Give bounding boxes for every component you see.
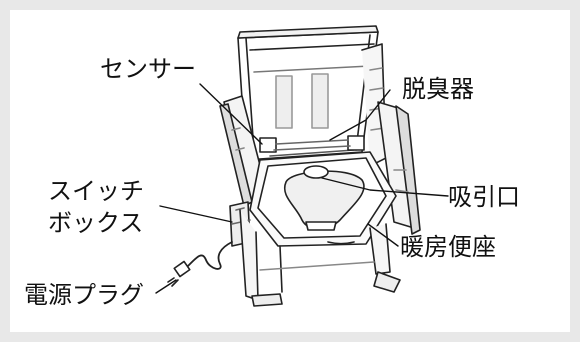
portable-toilet-chair-illustration bbox=[155, 25, 449, 307]
rear-frame bbox=[361, 43, 387, 167]
leader-switch-box bbox=[159, 205, 233, 223]
diagram-panel: センサー 脱臭器 スイッチ ボックス 吸引口 暖房便座 電源プラグ bbox=[10, 10, 570, 332]
label-suction-port: 吸引口 bbox=[448, 183, 520, 211]
leader-power-plug bbox=[155, 279, 177, 294]
label-switch-box-line1: スイッチ bbox=[48, 177, 144, 205]
leader-sensor bbox=[199, 83, 263, 145]
backrest bbox=[237, 25, 379, 161]
leader-lines bbox=[155, 83, 449, 294]
power-cord bbox=[185, 241, 233, 270]
label-heated-seat: 暖房便座 bbox=[400, 233, 496, 261]
label-switch-box-line2: ボックス bbox=[48, 209, 144, 237]
leader-suction-port bbox=[321, 177, 449, 197]
seat-and-bowl bbox=[249, 135, 397, 247]
label-power-plug: 電源プラグ bbox=[24, 281, 144, 309]
power-plug-icon bbox=[167, 260, 191, 287]
leader-heated-seat bbox=[367, 223, 399, 247]
label-sensor: センサー bbox=[100, 55, 196, 83]
right-armrest bbox=[377, 101, 421, 235]
label-deodorizer: 脱臭器 bbox=[402, 75, 474, 103]
chair-base bbox=[239, 209, 401, 307]
leader-deodorizer bbox=[329, 89, 391, 141]
